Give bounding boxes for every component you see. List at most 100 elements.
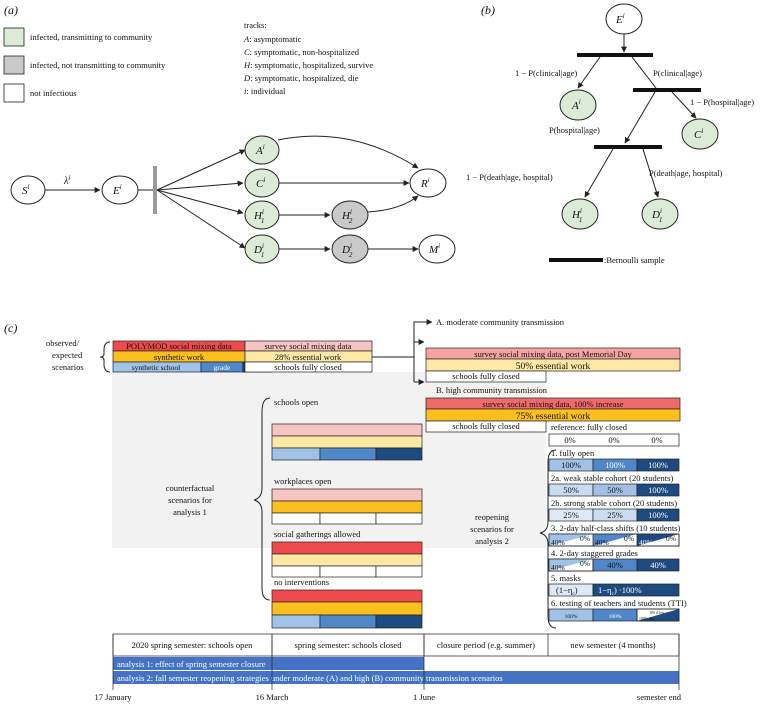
node-s: Si (10, 175, 46, 205)
counterfactual-label-1: counterfactual (166, 483, 215, 493)
track-i: i: individual (244, 86, 286, 96)
edge-split-h1 (156, 189, 244, 215)
tree-edge-clinical (631, 56, 657, 89)
label-not-hospital: 1 − P(hospital|age) (690, 97, 754, 107)
bernoulli-bar-icon (577, 53, 653, 57)
tree-edge-h (584, 148, 614, 198)
label-hospital: P(hospital|age) (549, 125, 600, 135)
svg-text:40%: 40% (650, 560, 666, 570)
scenario-b-work-bar (425, 408, 681, 422)
svg-text:Di2: Di2 (341, 242, 353, 259)
legend-swatch-not-infectious (3, 83, 25, 103)
tree-edge-a (577, 56, 601, 89)
svg-text:Di1: Di1 (253, 242, 264, 259)
s6-label: 6. testing of teachers and students (TTI… (551, 598, 687, 608)
svg-text:40%: 40% (551, 538, 565, 547)
track-h: H: symptomatic, hospitalized, survive (243, 60, 373, 70)
node-c: Ci (244, 168, 280, 198)
tree-edge-hospital (624, 91, 656, 144)
reference-label: reference: fully closed (551, 422, 628, 432)
synthetic-work-label: synthetic work (154, 352, 205, 362)
label-death: P(death|age, hospital) (649, 168, 723, 178)
scenario-a-schools-label: schools fully closed (452, 371, 520, 381)
date-march: 16 March (256, 692, 290, 702)
svg-text:0%: 0% (608, 435, 619, 445)
edge-split-a (156, 149, 246, 191)
period-spring-closed: spring semester: schools closed (295, 640, 403, 650)
tree-node-c: Ci (681, 118, 719, 150)
s5-row: (1−ηc) 1−ηc) ·100% (548, 583, 680, 597)
svg-text:0%: 0% (564, 435, 575, 445)
s1-row: 100% 100% 100% (548, 458, 680, 472)
scenario-b-schools-bar (425, 420, 547, 433)
edge-split-d1 (156, 189, 246, 249)
edge-h2-r (367, 195, 419, 213)
brace-icon (253, 397, 271, 601)
svg-text:100%: 100% (609, 614, 622, 620)
date-jan: 17 January (94, 692, 132, 702)
svg-text:100%: 100% (648, 510, 668, 520)
svg-text:100%: 100% (565, 614, 578, 620)
svg-text:Mi: Mi (428, 242, 440, 256)
cf-schools-open: schools open (271, 397, 423, 461)
lambda-label: λi (63, 174, 70, 187)
observed-label-2: expected (52, 350, 83, 360)
analysis-1-label: analysis 1: effect of spring semester cl… (117, 659, 266, 669)
panel-b-label: (b) (481, 3, 495, 17)
s5-label: 5. masks (551, 573, 581, 583)
s3-label: 3. 2-day half-class shifts (10 students) (551, 523, 681, 533)
essential-28-label: 28% essential work (275, 352, 342, 362)
s2b-row: 25% 25% 100% (548, 508, 680, 522)
node-e: Ei (101, 175, 139, 205)
legend-transmitting: infected, transmitting to community (30, 32, 153, 42)
svg-text:Hi2: Hi2 (341, 208, 353, 225)
panel-c: (c) observed/ expected scenarios POLYMOD… (4, 317, 687, 702)
scenario-a-work-bar (425, 358, 681, 372)
svg-text:50%: 50% (563, 485, 579, 495)
label-not-clinical: 1 − P(clinical|age) (515, 68, 577, 78)
period-spring-open: 2020 spring semester: schools open (132, 640, 254, 650)
cf-workplaces-open-label: workplaces open (274, 476, 332, 486)
panel-a-label: (a) (4, 3, 18, 17)
svg-text:40%: 40% (639, 538, 653, 547)
svg-text:Ci: Ci (256, 176, 265, 190)
s2b-label: 2b. strong stable cohort (20 students) (551, 498, 677, 508)
scenario-a-mixing-label: survey social mixing data, post Memorial… (474, 349, 632, 359)
svg-text:0%: 0% (651, 435, 662, 445)
date-june: 1 June (413, 692, 435, 702)
arrow-to-scenario-a (372, 339, 425, 358)
svg-text:Ci: Ci (694, 127, 703, 141)
scenario-b-work-label: 75% essential work (516, 412, 591, 422)
tree-edge-d (642, 148, 660, 198)
svg-text:25%: 25% (563, 510, 579, 520)
svg-text:100%: 100% (648, 460, 668, 470)
label-clinical: P(clinical|age) (653, 68, 702, 78)
edge-a-r (277, 135, 419, 169)
scenario-b-schools-label: schools fully closed (452, 421, 520, 431)
node-r: Ri (409, 168, 447, 198)
grade-label: grade (214, 363, 231, 372)
svg-text:1−ηc) ·100%: 1−ηc) ·100% (598, 585, 642, 597)
s2a-row: 50% 50% 100% (548, 483, 680, 497)
panel-c-label: (c) (4, 321, 17, 335)
track-a: A: asymptomatic (243, 34, 302, 44)
panel-b: (b) Ei 1 − P(clinical|age) P(clinical|ag… (466, 3, 754, 265)
legend-swatch-transmitting (3, 27, 25, 47)
bernoulli-legend: :Bernoulli sample (604, 255, 665, 265)
tracks-title: tracks: (244, 20, 267, 30)
ref-row: 0% 0% 0% (548, 433, 680, 447)
period-closure: closure period (e.g. summer) (437, 640, 535, 650)
schools-closed-bar (244, 361, 373, 373)
split-bar (153, 166, 157, 214)
scenario-a-schools-bar (425, 370, 547, 383)
svg-text:25%: 25% (607, 510, 623, 520)
reopening-label-1: reopening (475, 512, 510, 522)
svg-text:100%: 100% (561, 460, 581, 470)
legend-not-infectious: not infectious (30, 88, 77, 98)
tree-node-e: Ei (605, 3, 643, 35)
svg-text:40%: 40% (595, 538, 609, 547)
